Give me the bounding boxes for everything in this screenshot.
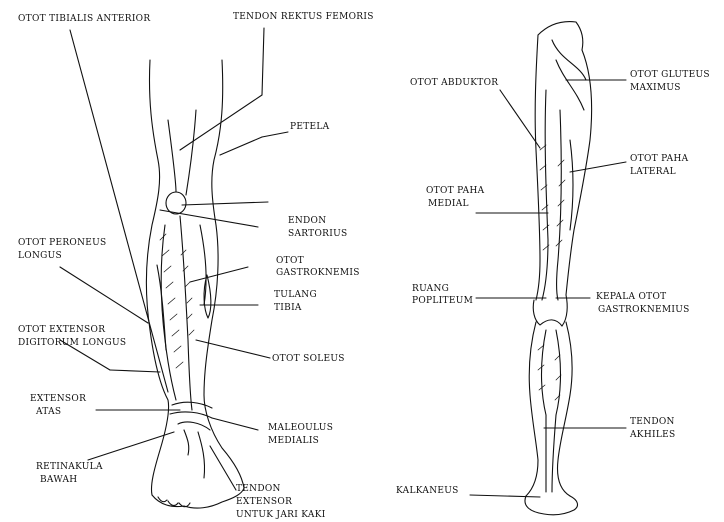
label-gluteus-line1: OTOT GLUTEUS <box>630 70 710 81</box>
label-extensor-digitorum-line1: OTOT EXTENSOR <box>18 325 105 336</box>
label-paha-lateral-line2: LATERAL <box>630 167 676 178</box>
label-petela: PETELA <box>290 122 329 133</box>
back-leader-lines <box>470 80 626 497</box>
front-leg-outline <box>146 60 244 508</box>
label-kalkaneus: KALKANEUS <box>396 486 459 497</box>
label-paha-medial-line1: OTOT PAHA <box>426 186 484 197</box>
label-peroneus-line1: OTOT PERONEUS <box>18 238 107 249</box>
front-leader-lines <box>60 28 288 490</box>
label-sartorius-line1: ENDON <box>288 216 326 227</box>
label-tendon-rektus-femoris: TENDON REKTUS FEMORIS <box>233 12 374 23</box>
label-retinakula-line2: BAWAH <box>40 475 77 486</box>
label-akhiles-line2: AKHILES <box>630 430 675 441</box>
label-tulang-tibia-line2: TIBIA <box>274 303 302 314</box>
label-extensor-digitorum-line2: DIGITORUM LONGUS <box>18 338 126 349</box>
label-retinakula-line1: RETINAKULA <box>36 462 103 473</box>
label-paha-lateral-line1: OTOT PAHA <box>630 154 688 165</box>
label-tendon-extensor-line3: UNTUK JARI KAKI <box>236 510 326 521</box>
label-sartorius-line2: SARTORIUS <box>288 229 347 240</box>
label-maleolus-line2: MEDIALIS <box>268 436 319 447</box>
label-tulang-tibia-line1: TULANG <box>274 290 317 301</box>
label-popliteum-line2: POPLITEUM <box>412 296 473 307</box>
label-abduktor: OTOT ABDUKTOR <box>410 78 498 89</box>
back-leg-outline <box>525 22 592 515</box>
label-tendon-extensor-line1: TENDON <box>236 484 281 495</box>
label-soleus: OTOT SOLEUS <box>272 354 345 365</box>
label-kepala-gastro-line2: GASTROKNEMIUS <box>598 305 690 316</box>
label-peroneus-line2: LONGUS <box>18 251 62 262</box>
label-tibialis-anterior: OTOT TIBIALIS ANTERIOR <box>18 14 150 25</box>
label-maleolus-line1: MALEOULUS <box>268 423 333 434</box>
label-tendon-extensor-line2: EXTENSOR <box>236 497 292 508</box>
label-kepala-gastro-line1: KEPALA OTOT <box>596 292 666 303</box>
label-extensor-atas-line1: EXTENSOR <box>30 394 86 405</box>
label-paha-medial-line2: MEDIAL <box>428 199 469 210</box>
label-extensor-atas-line2: ATAS <box>36 407 61 418</box>
label-akhiles-line1: TENDON <box>630 417 675 428</box>
label-gastroknemis-line2: GASTROKNEMIS <box>276 268 360 279</box>
label-gluteus-line2: MAXIMUS <box>630 83 681 94</box>
label-gastroknemis-line1: OTOT <box>276 256 304 267</box>
label-popliteum-line1: RUANG <box>412 284 449 295</box>
